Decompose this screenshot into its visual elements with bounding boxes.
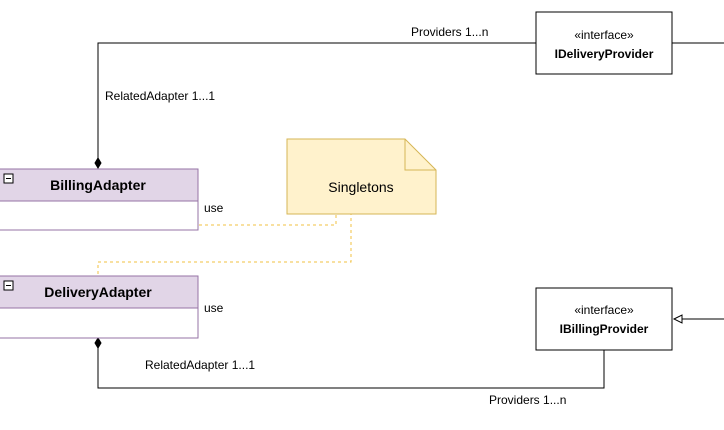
label-providers-top: Providers 1...n	[411, 25, 488, 39]
interface-box	[535, 287, 673, 351]
class-name: BillingAdapter	[50, 177, 146, 193]
class-header	[0, 275, 199, 309]
label-use-delivery: use	[204, 301, 224, 315]
collapse-toggle-button[interactable]	[3, 173, 14, 184]
connector-delivery-to-billing-provider[interactable]	[94, 337, 605, 389]
class-body	[0, 307, 199, 339]
composition-diamond-bottom	[94, 337, 102, 349]
class-header	[0, 168, 199, 202]
note-text: Singletons	[328, 179, 393, 195]
collapse-toggle-button[interactable]	[3, 280, 14, 291]
interface-name: IBillingProvider	[560, 322, 649, 336]
interface-idelivery-provider[interactable]: «interface» IDeliveryProvider	[535, 11, 673, 75]
interface-ibilling-provider[interactable]: «interface» IBillingProvider	[535, 287, 673, 351]
note-link-delivery[interactable]	[97, 214, 352, 274]
class-billing-adapter[interactable]: BillingAdapter	[0, 168, 199, 231]
label-use-billing: use	[204, 201, 224, 215]
note-fold	[404, 139, 436, 171]
interface-name: IDeliveryProvider	[555, 47, 654, 61]
note-shape	[286, 138, 437, 215]
label-related-adapter-bottom: RelatedAdapter 1...1	[145, 358, 255, 372]
interface-stereotype: «interface»	[574, 28, 634, 42]
note-singletons[interactable]: Singletons	[286, 138, 437, 215]
interface-box	[535, 11, 673, 75]
class-body	[0, 200, 199, 231]
label-related-adapter-top: RelatedAdapter 1...1	[105, 89, 215, 103]
label-providers-bottom: Providers 1...n	[489, 393, 566, 407]
composition-diamond-top	[94, 157, 102, 169]
realization-arrow-billing-provider[interactable]	[672, 314, 724, 324]
connector-billing-to-delivery-provider[interactable]	[94, 42, 724, 169]
interface-stereotype: «interface»	[574, 303, 634, 317]
note-link-billing[interactable]	[199, 214, 337, 226]
hollow-arrowhead	[672, 314, 683, 324]
class-name: DeliveryAdapter	[44, 284, 152, 300]
class-delivery-adapter[interactable]: DeliveryAdapter	[0, 275, 199, 339]
